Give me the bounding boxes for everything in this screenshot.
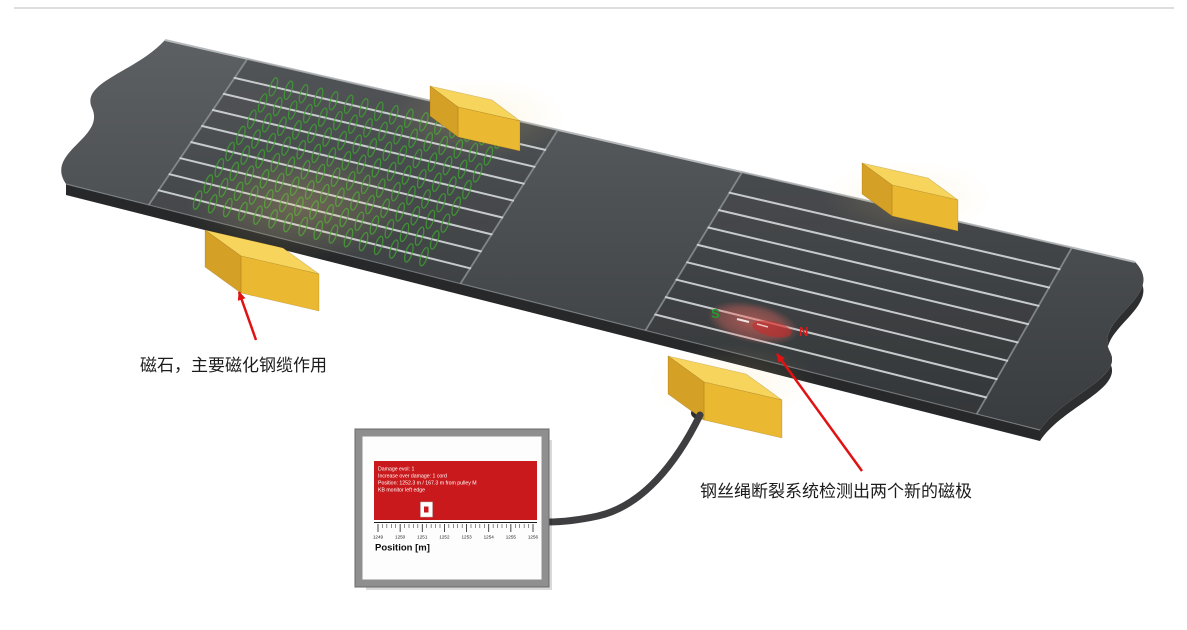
pole-label-north: N — [799, 324, 808, 339]
pole-gap-mark-2 — [756, 323, 769, 328]
magnet-block-top-left — [429, 85, 521, 152]
display-line-1: Damage evol: 1 — [378, 467, 414, 473]
slide-top-border — [14, 7, 1174, 9]
svg-text:1250: 1250 — [395, 535, 406, 540]
display-line-2: Increase over damage: 1 cord — [378, 474, 447, 480]
monitor-device: Damage evol: 1 Increase over damage: 1 c… — [354, 428, 552, 590]
pole-label-south: S — [711, 306, 720, 321]
display-line-3: Position: 1252.3 m / 167.3 m from pulley… — [378, 481, 477, 487]
magnet-block-top-right — [861, 162, 959, 232]
annotation-detection: 钢丝绳断裂系统检测出两个新的磁极 — [700, 482, 972, 501]
belt-far-edge-highlight — [164, 39, 1136, 263]
damage-marker-dot — [424, 506, 429, 513]
svg-text:1256: 1256 — [528, 535, 539, 540]
annotations: 磁石，主要磁化钢缆作用 钢丝绳断裂系统检测出两个新的磁极 — [140, 291, 972, 501]
ruler-labels: 1249 1250 1251 1252 1253 1254 1255 1256 — [373, 535, 539, 540]
display-line-4: KB monitor left edge — [378, 488, 425, 494]
svg-text:1253: 1253 — [461, 535, 472, 540]
arrow-to-magnet — [237, 291, 258, 341]
sensor-cable — [543, 411, 704, 526]
position-axis-label: Position [m] — [375, 543, 430, 554]
arrow-to-poles — [775, 353, 864, 472]
ruler-ticks — [374, 522, 537, 532]
svg-text:1252: 1252 — [439, 535, 450, 540]
belt-end-side — [1040, 262, 1144, 441]
monitor-display — [374, 461, 537, 520]
magnet-block-sensor — [667, 355, 783, 439]
monitor-outline — [354, 428, 550, 588]
pole-indicator: S N — [706, 301, 808, 345]
magnet-block-left — [204, 229, 320, 312]
svg-text:1251: 1251 — [417, 535, 428, 540]
pole-gap-mark — [736, 318, 750, 323]
svg-text:1249: 1249 — [373, 535, 384, 540]
svg-text:1255: 1255 — [506, 535, 517, 540]
annotation-magnet: 磁石，主要磁化钢缆作用 — [140, 356, 327, 375]
svg-text:1254: 1254 — [484, 535, 495, 540]
